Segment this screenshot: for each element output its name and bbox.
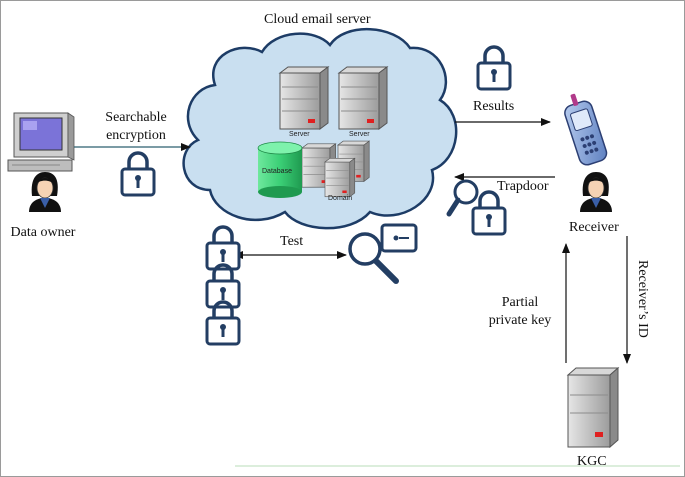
- receivers-id-label: Receiver’s ID: [635, 260, 650, 338]
- server-label: Server: [349, 131, 370, 138]
- searchable-label-line2: encryption: [106, 128, 166, 143]
- partial-key-label-line1: Partial: [501, 295, 539, 310]
- partial-key-label-line2: private key: [488, 313, 552, 328]
- domain-label: Domain: [328, 195, 353, 202]
- searchable-label-line1: Searchable: [105, 110, 167, 125]
- diagram-title: Cloud email server: [264, 12, 371, 27]
- person-icon: [579, 171, 613, 213]
- database-label: Database: [262, 168, 292, 175]
- results-label: Results: [473, 99, 515, 114]
- test-label: Test: [280, 234, 304, 249]
- magnifier-icon: [348, 232, 399, 284]
- database-icon: [257, 141, 303, 198]
- lock-icon: [205, 225, 241, 271]
- lock-icon: [120, 151, 156, 197]
- server-icon: [566, 366, 620, 449]
- data-owner-label: Data owner: [10, 225, 76, 240]
- server-icon: [324, 157, 356, 198]
- server-icon: [338, 66, 388, 130]
- server-icon: [279, 66, 329, 130]
- receiver-label: Receiver: [569, 220, 619, 235]
- mobile-phone-icon: [564, 93, 608, 166]
- computer-icon: [7, 112, 75, 172]
- server-label: Server: [289, 131, 310, 138]
- key-icon: [380, 223, 418, 253]
- magnifier-icon: [446, 179, 479, 217]
- kgc-label: KGC: [577, 454, 607, 469]
- lock-icon: [471, 190, 507, 236]
- person-icon: [28, 171, 62, 213]
- trapdoor-label: Trapdoor: [497, 179, 549, 194]
- lock-icon: [476, 45, 512, 91]
